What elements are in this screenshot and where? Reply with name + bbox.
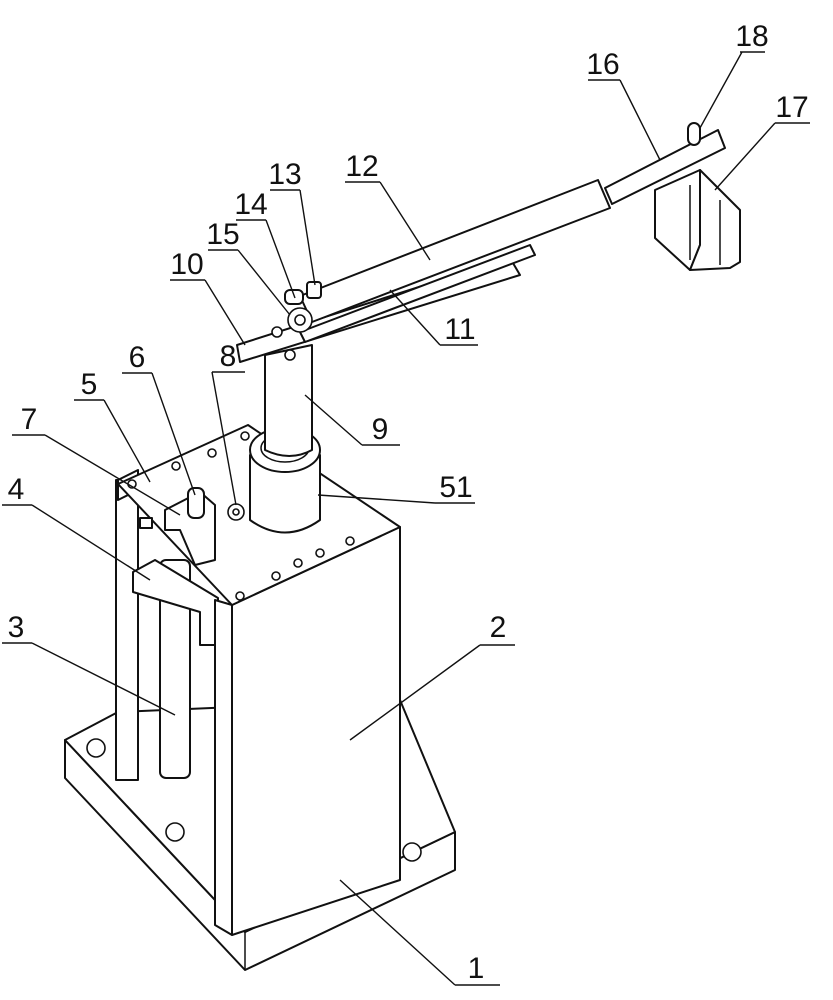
label-17: 17	[775, 91, 808, 124]
label-1: 1	[468, 952, 485, 985]
label-9: 9	[372, 413, 389, 446]
label-16: 16	[586, 48, 619, 81]
label-14: 14	[234, 188, 267, 221]
label-10: 10	[170, 248, 203, 281]
gripper	[655, 123, 740, 270]
label-11: 11	[444, 313, 475, 346]
label-18: 18	[735, 20, 768, 53]
label-3: 3	[8, 611, 25, 644]
vertical-column	[265, 345, 312, 456]
label-4: 4	[8, 473, 25, 506]
telescopic-tube	[300, 180, 610, 322]
label-13: 13	[268, 158, 301, 191]
label-51: 51	[439, 471, 472, 504]
label-7: 7	[21, 403, 38, 436]
label-5: 5	[81, 368, 98, 401]
label-15: 15	[206, 218, 239, 251]
label-12: 12	[345, 150, 378, 183]
label-6: 6	[129, 341, 146, 374]
label-2: 2	[490, 611, 507, 644]
label-8: 8	[220, 340, 237, 373]
